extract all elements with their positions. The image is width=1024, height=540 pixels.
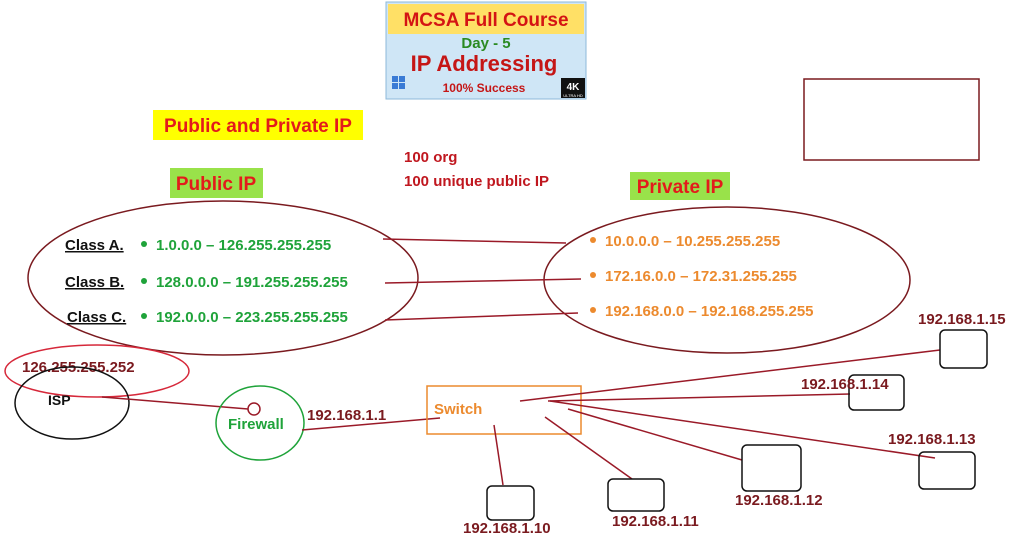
host-10: 192.168.1.10	[463, 486, 551, 537]
host-ip: 192.168.1.12	[735, 492, 823, 509]
private-range-text: 192.168.0.0 – 192.168.255.255	[605, 303, 814, 320]
computer-icon	[487, 486, 534, 520]
class-c-name: Class C.	[67, 309, 126, 326]
firewall-port-icon	[248, 403, 260, 415]
isp-node	[15, 367, 129, 439]
bullet-icon	[141, 241, 147, 247]
public-ip-label: Public IP	[176, 174, 257, 195]
badge-ultra-hd: ULTRA HD	[563, 93, 583, 98]
host-11: 192.168.1.11	[608, 479, 699, 530]
private-range-1: 10.0.0.0 – 10.255.255.255	[590, 233, 780, 250]
empty-box	[804, 79, 979, 160]
section-title: Public and Private IP	[164, 116, 352, 137]
banner-line-2: Day - 5	[461, 35, 510, 52]
host-ip: 192.168.1.15	[918, 311, 1006, 328]
private-range-text: 10.0.0.0 – 10.255.255.255	[605, 233, 780, 250]
private-range-3: 192.168.0.0 – 192.168.255.255	[590, 303, 814, 320]
bullet-icon	[141, 278, 147, 284]
badge-4k: 4K	[567, 82, 581, 93]
private-range-2: 172.16.0.0 – 172.31.255.255	[590, 268, 797, 285]
class-b-name: Class B.	[65, 274, 124, 291]
switch-label: Switch	[434, 401, 482, 418]
link-host-14	[548, 394, 850, 401]
bullet-icon	[590, 307, 596, 313]
bullet-icon	[141, 313, 147, 319]
connector-class-c	[385, 313, 578, 320]
host-ip: 192.168.1.10	[463, 520, 551, 537]
host-13: 192.168.1.13	[888, 431, 976, 489]
note-line-2: 100 unique public IP	[404, 173, 549, 190]
public-class-c: Class C. 192.0.0.0 – 223.255.255.255	[67, 309, 348, 326]
link-host-11	[545, 417, 632, 479]
host-15: 192.168.1.15	[918, 311, 1006, 368]
public-class-b: Class B. 128.0.0.0 – 191.255.255.255	[65, 274, 348, 291]
course-banner: MCSA Full Course Day - 5 IP Addressing 1…	[386, 2, 586, 99]
firewall-label: Firewall	[228, 416, 284, 433]
note-line-1: 100 org	[404, 149, 457, 166]
bullet-icon	[590, 237, 596, 243]
isp-label: ISP	[48, 392, 71, 408]
class-c-range: 192.0.0.0 – 223.255.255.255	[156, 309, 348, 326]
host-14: 192.168.1.14	[801, 375, 904, 410]
class-a-range: 1.0.0.0 – 126.255.255.255	[156, 237, 331, 254]
computer-icon	[940, 330, 987, 368]
bullet-icon	[590, 272, 596, 278]
host-12: 192.168.1.12	[735, 445, 823, 509]
host-ip: 192.168.1.11	[612, 513, 699, 530]
private-range-text: 172.16.0.0 – 172.31.255.255	[605, 268, 797, 285]
computer-icon	[608, 479, 664, 511]
banner-line-1: MCSA Full Course	[403, 10, 568, 31]
connector-class-b	[385, 279, 581, 283]
class-a-name: Class A.	[65, 237, 124, 254]
host-ip: 192.168.1.14	[801, 376, 889, 393]
banner-line-3: IP Addressing	[411, 51, 558, 76]
banner-line-4: 100% Success	[443, 81, 526, 95]
host-ip: 192.168.1.13	[888, 431, 976, 448]
private-ip-label: Private IP	[637, 177, 724, 198]
connector-class-a	[383, 239, 566, 243]
class-b-range: 128.0.0.0 – 191.255.255.255	[156, 274, 348, 291]
firewall-ip: 192.168.1.1	[307, 407, 386, 424]
computer-icon	[742, 445, 801, 491]
public-class-a: Class A. 1.0.0.0 – 126.255.255.255	[65, 237, 331, 254]
